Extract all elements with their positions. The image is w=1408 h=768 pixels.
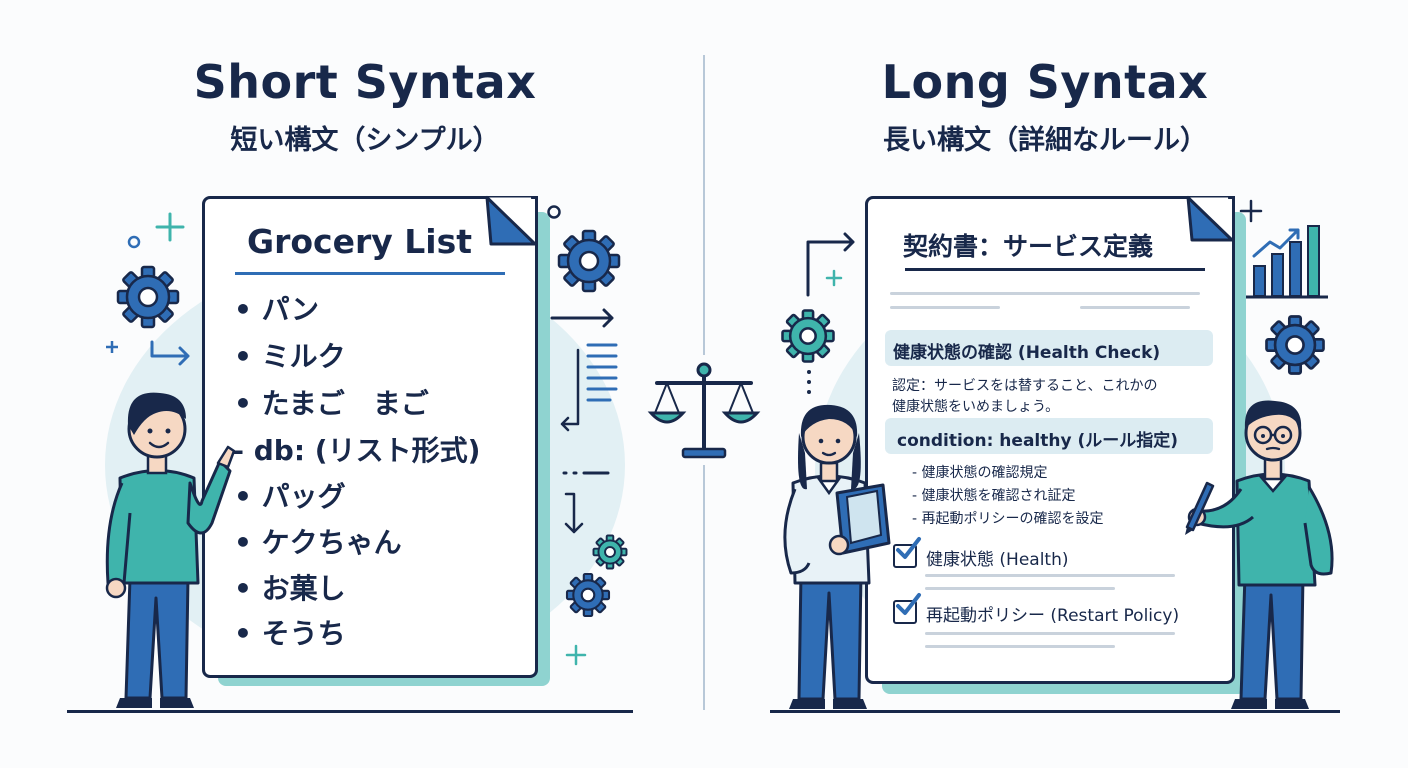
checkmark-icon (896, 537, 921, 559)
gear-icon (557, 229, 621, 293)
arrow-icon (806, 232, 855, 297)
right-subtitle: 長い構文（詳細なルール） (883, 125, 1207, 156)
list-item: • ミルク (234, 340, 346, 373)
arrow-icon (150, 340, 190, 366)
rule-bullet: - 再起動ポリシーの確認を設定 (912, 511, 1104, 527)
grocery-list-document (202, 196, 538, 678)
man-with-glasses-illustration (1185, 400, 1334, 709)
health-check-section: 健康状態の確認 (Health Check) (893, 343, 1161, 363)
restart-policy-checkbox-label: 再起動ポリシー (Restart Policy) (926, 606, 1180, 626)
condition-section: condition: healthy (ルール指定) (897, 431, 1179, 451)
gear-icon (116, 265, 180, 329)
description-line: 認定：サービスをは替すること、これかの (892, 378, 1158, 394)
sparkle-icon (1239, 199, 1263, 223)
circle-dot-icon (547, 205, 561, 219)
section-highlight (885, 418, 1213, 454)
rule-bullet: - 健康状態の確認規定 (912, 465, 1048, 481)
clipboard-icon (835, 483, 891, 555)
arrow-icon (550, 308, 614, 328)
scale-icon (645, 355, 765, 465)
left-ground-line (67, 710, 633, 713)
right-title: Long Syntax (881, 55, 1209, 109)
pen-icon (1185, 481, 1215, 535)
list-item: • たまご まご (234, 387, 429, 420)
gear-icon (1265, 315, 1325, 375)
sparkle-icon (106, 341, 118, 353)
list-item: • パン (234, 293, 320, 326)
gear-icon (592, 534, 628, 570)
list-item: • そうち (234, 617, 346, 650)
man-pointing-illustration (105, 392, 236, 708)
contract-heading: 契約書：サービス定義 (903, 232, 1154, 261)
contract-heading-underline (905, 268, 1205, 271)
sparkle-icon (155, 212, 185, 242)
text-placeholder-line (1080, 306, 1190, 309)
dots-vertical-icon (807, 370, 811, 394)
sparkle-icon (565, 644, 587, 666)
woman-with-clipboard-illustration (783, 404, 891, 709)
bar-chart-icon (1246, 225, 1328, 299)
sparkle-icon (825, 269, 843, 287)
list-item: – db: (リスト形式) (230, 434, 481, 467)
left-subtitle: 短い構文（シンプル） (230, 125, 500, 156)
text-placeholder-line (925, 574, 1175, 577)
heading-underline (235, 272, 505, 275)
page-fold-icon (485, 196, 537, 246)
text-lines-icon (560, 343, 618, 432)
checkmark-icon (896, 593, 921, 615)
list-item: • ケクちゃん (234, 526, 402, 559)
page-fold-icon (1186, 196, 1234, 242)
left-title: Short Syntax (193, 55, 537, 109)
text-placeholder-line (925, 645, 1115, 648)
rule-bullet: - 健康状態を確認され証定 (912, 488, 1076, 504)
text-placeholder-line (890, 292, 1200, 295)
description-line: 健康状態をいめましょう。 (892, 399, 1060, 415)
arrow-down-icon (564, 492, 584, 534)
circle-dot-icon (127, 235, 141, 249)
section-highlight (885, 330, 1213, 366)
grocery-list-heading: Grocery List (247, 222, 473, 261)
gear-icon (565, 572, 611, 618)
right-ground-line (770, 710, 1340, 713)
list-item: • お菓し (234, 572, 346, 605)
text-placeholder-line (925, 587, 1115, 590)
dots-line-icon (562, 471, 610, 475)
text-placeholder-line (925, 632, 1175, 635)
text-placeholder-line (890, 306, 1000, 309)
gear-icon (781, 309, 835, 363)
list-item: • パッグ (234, 480, 346, 513)
health-checkbox-label: 健康状態 (Health) (926, 550, 1069, 570)
